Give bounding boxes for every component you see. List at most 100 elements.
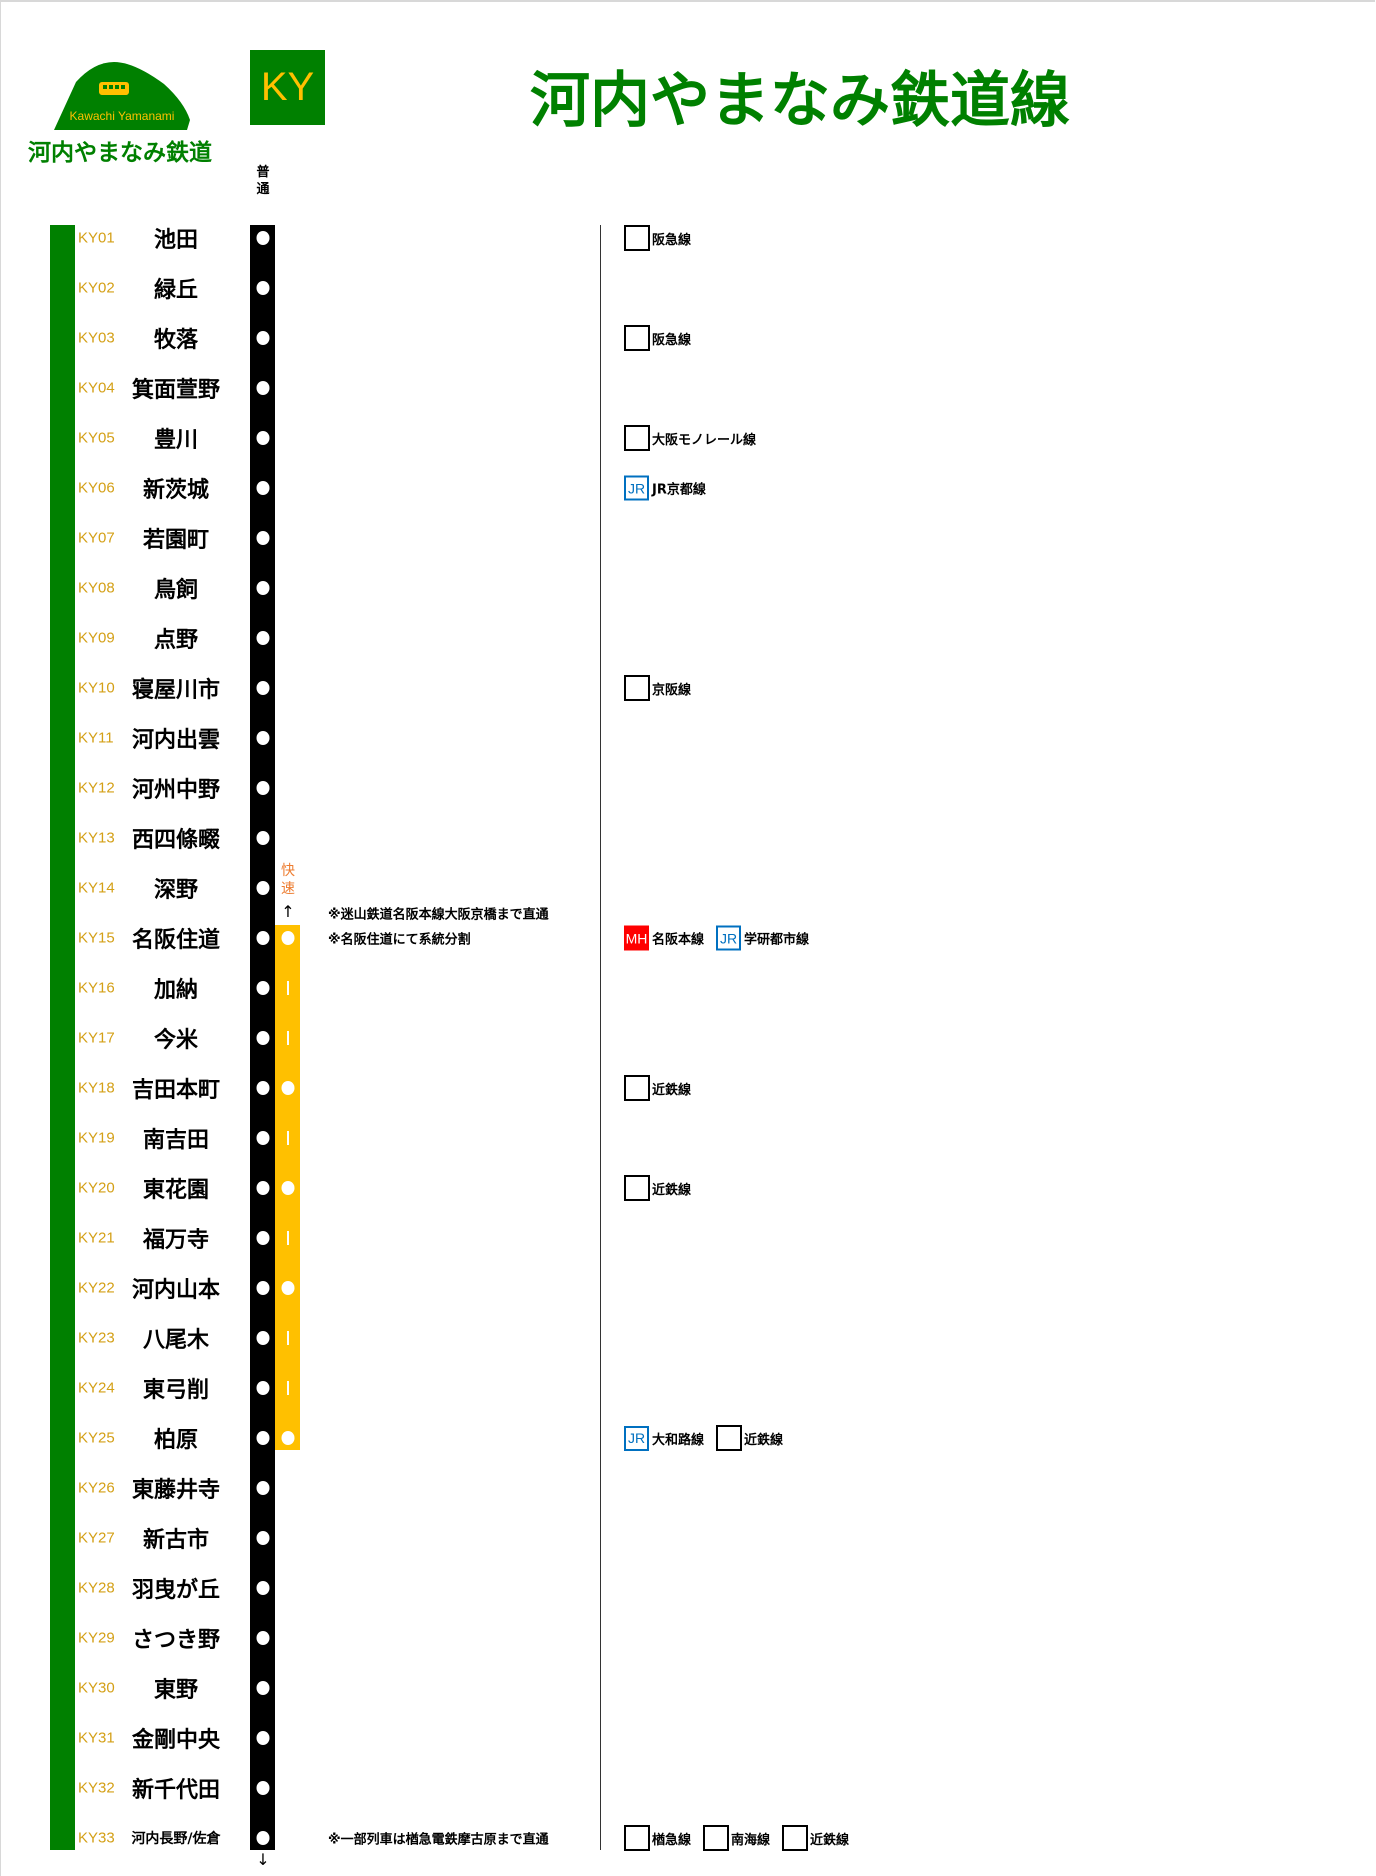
service-rapid-label: 快速 bbox=[281, 863, 295, 897]
transfer-item: 京阪線 bbox=[624, 675, 691, 701]
transfer-item: 近鉄線 bbox=[716, 1425, 783, 1451]
station-code: KY33 bbox=[78, 1829, 115, 1847]
station-code: KY17 bbox=[78, 1029, 115, 1047]
station-code: KY22 bbox=[78, 1279, 115, 1297]
station-name: 東花園 bbox=[142, 1178, 209, 1203]
local-stop-dot bbox=[256, 631, 270, 645]
station-name: 河内出雲 bbox=[131, 728, 220, 753]
transfer-line-label: 大阪モノレール線 bbox=[652, 432, 757, 448]
logo-romaji: Kawachi Yamanami bbox=[70, 109, 175, 123]
transfer-line-label: 学研都市線 bbox=[744, 932, 810, 948]
station-code: KY23 bbox=[78, 1329, 115, 1347]
transfer-item: 近鉄線 bbox=[782, 1825, 849, 1851]
rapid-stop-dot bbox=[281, 1431, 295, 1445]
rapid-pass-mark bbox=[287, 1231, 289, 1245]
transfer-line-label: 近鉄線 bbox=[652, 1182, 692, 1198]
note-through-3: ※一部列車は楢急電鉄摩古原まで直通 bbox=[328, 1832, 549, 1848]
transfer-line-label: 近鉄線 bbox=[652, 1082, 692, 1098]
transfer-line-label: 近鉄線 bbox=[810, 1832, 850, 1848]
transfer-item: 大阪モノレール線 bbox=[624, 425, 756, 451]
local-stop-dot bbox=[256, 1181, 270, 1195]
station-code: KY24 bbox=[78, 1379, 115, 1397]
station-name: 加納 bbox=[153, 978, 198, 1003]
rapid-pass-mark bbox=[287, 981, 289, 995]
transfer-line-label: 大和路線 bbox=[652, 1432, 705, 1448]
line-code-badge: KY bbox=[250, 50, 325, 125]
station-name: 八尾木 bbox=[142, 1328, 209, 1353]
station-name: 点野 bbox=[153, 628, 198, 653]
station-name: 新古市 bbox=[142, 1528, 209, 1553]
station-name: 金剛中央 bbox=[131, 1728, 220, 1753]
station-name: 南吉田 bbox=[142, 1128, 209, 1153]
transfer-line-label: 阪急線 bbox=[652, 332, 692, 348]
station-code: KY29 bbox=[78, 1629, 115, 1647]
station-name: 新茨城 bbox=[142, 478, 209, 503]
transfer-list: 京阪線 bbox=[624, 675, 703, 701]
rapid-pass-mark bbox=[287, 1031, 289, 1045]
local-stop-dot bbox=[256, 581, 270, 595]
station-name: 吉田本町 bbox=[131, 1078, 220, 1103]
divider bbox=[600, 225, 601, 1850]
transfer-line-label: 阪急線 bbox=[652, 232, 692, 248]
line-logo-placeholder-icon bbox=[624, 1825, 650, 1851]
transfer-line-label: JR京都線 bbox=[652, 482, 706, 498]
station-code: KY06 bbox=[78, 479, 115, 497]
rapid-stop-dot bbox=[281, 931, 295, 945]
station-code: KY25 bbox=[78, 1429, 115, 1447]
line-logo-placeholder-icon bbox=[624, 225, 650, 251]
station-name: 福万寺 bbox=[142, 1228, 209, 1253]
station-code: KY18 bbox=[78, 1079, 115, 1097]
transfer-line-label: 名阪本線 bbox=[652, 932, 705, 948]
jr-badge: JR bbox=[716, 925, 742, 951]
transfer-item: 南海線 bbox=[703, 1825, 770, 1851]
transfer-list: 楢急線南海線 近鉄線 bbox=[624, 1825, 861, 1851]
local-stop-dot bbox=[256, 431, 270, 445]
station-name: 東藤井寺 bbox=[131, 1478, 220, 1503]
station-name: 寝屋川市 bbox=[131, 678, 220, 703]
station-code: KY26 bbox=[78, 1479, 115, 1497]
service-local-label: 普通 bbox=[256, 165, 270, 197]
station-name: 箕面萱野 bbox=[131, 378, 220, 403]
local-stop-dot bbox=[256, 1131, 270, 1145]
station-code: KY15 bbox=[78, 929, 115, 947]
transfer-list: 阪急線 bbox=[624, 325, 703, 351]
local-stop-dot bbox=[256, 1581, 270, 1595]
station-code: KY11 bbox=[78, 729, 114, 747]
local-stop-dot bbox=[256, 1531, 270, 1545]
station-code: KY19 bbox=[78, 1129, 115, 1147]
local-stop-dot bbox=[256, 281, 270, 295]
station-code: KY32 bbox=[78, 1779, 115, 1797]
rapid-pass-mark bbox=[287, 1131, 289, 1145]
line-logo-placeholder-icon bbox=[624, 325, 650, 351]
logo-name: 河内やまなみ鉄道 bbox=[28, 140, 212, 166]
local-stop-dot bbox=[256, 381, 270, 395]
note-through-2: ※名阪住道にて系統分割 bbox=[328, 932, 471, 948]
transfer-line-label: 近鉄線 bbox=[744, 1432, 784, 1448]
jr-badge: JR bbox=[624, 475, 649, 501]
line-logo-placeholder-icon bbox=[716, 1425, 743, 1451]
station-code: KY31 bbox=[78, 1729, 115, 1747]
station-code: KY13 bbox=[78, 829, 115, 847]
local-stop-dot bbox=[256, 531, 270, 545]
local-stop-dot bbox=[256, 1231, 270, 1245]
transfer-item: 楢急線 bbox=[624, 1825, 691, 1851]
local-stop-dot bbox=[256, 331, 270, 345]
station-code: KY30 bbox=[78, 1679, 115, 1697]
note-through-1: ※迷山鉄道名阪本線大阪京橋まで直通 bbox=[328, 907, 549, 923]
line-logo-placeholder-icon bbox=[624, 425, 650, 451]
station-name: 池田 bbox=[153, 228, 198, 253]
station-name: 羽曳が丘 bbox=[131, 1578, 220, 1603]
station-name: 鳥飼 bbox=[153, 578, 198, 603]
station-code: KY16 bbox=[78, 979, 115, 997]
station-name: 河内長野/佐倉 bbox=[131, 1831, 221, 1847]
transfer-list: 阪急線 bbox=[624, 225, 703, 251]
logo-mountain-icon: Kawachi Yamanami bbox=[54, 62, 190, 130]
station-name: 東野 bbox=[153, 1678, 198, 1703]
rapid-pass-mark bbox=[287, 1331, 289, 1345]
